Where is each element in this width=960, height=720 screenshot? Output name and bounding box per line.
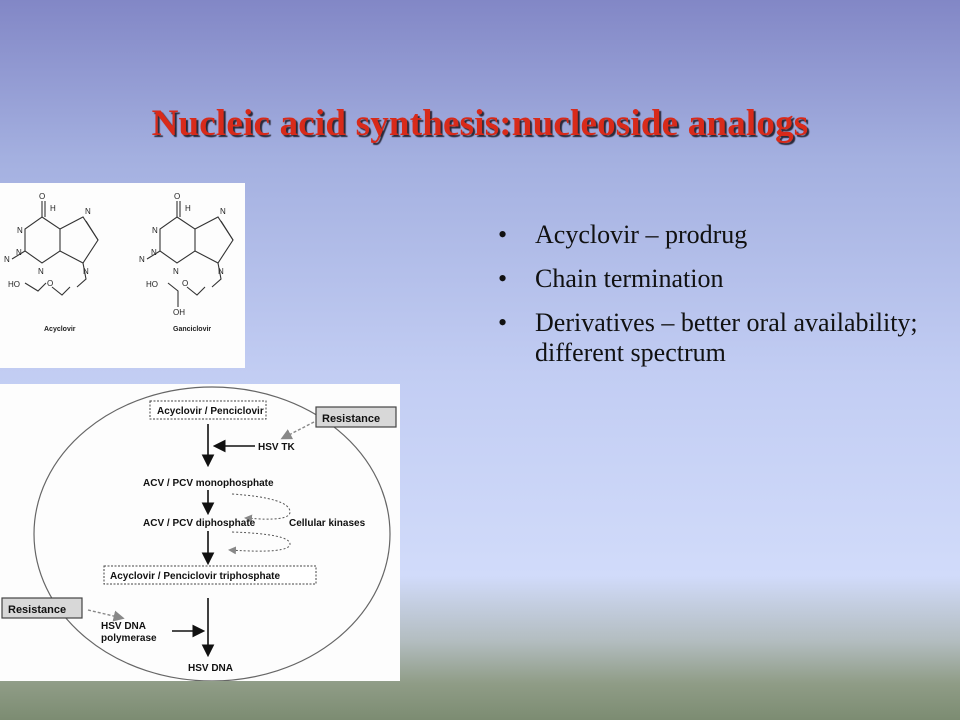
bullet-item: • Acyclovir – prodrug [498, 220, 928, 250]
atom-n: N [152, 226, 158, 235]
atom-o: O [182, 279, 188, 288]
bullet-text: Chain termination [535, 264, 724, 293]
bullet-text: Derivatives – better oral availability; … [535, 308, 918, 367]
atom-n: N [220, 207, 226, 216]
atom-n: N [38, 267, 44, 276]
bullet-text: Acyclovir – prodrug [535, 220, 748, 249]
slide-title: Nucleic acid synthesis:nucleoside analog… [151, 103, 809, 144]
atom-n: N [139, 255, 145, 264]
diphosphate-label: ACV / PCV diphosphate [143, 518, 256, 529]
atom-n: N [83, 267, 89, 276]
bullet-dot: • [498, 220, 508, 249]
structure-name-acyclovir: Acyclovir [44, 326, 76, 333]
start-box [149, 400, 267, 420]
resistance-box-top [315, 406, 397, 428]
atom-o: O [39, 192, 45, 201]
atom-n: N [4, 255, 10, 264]
triphosphate-label: Acyclovir / Penciclovir triphosphate [110, 571, 280, 582]
activation-pathway-figure: Acyclovir / Penciclovir Resistance HSV T… [0, 384, 400, 681]
chemical-structures-figure: O N N N N N N HO O H O N N N N N N HO O … [0, 183, 245, 368]
bullet-dot: • [498, 308, 508, 337]
atom-h: H [185, 204, 191, 213]
atom-o: O [174, 192, 180, 201]
start-label: Acyclovir / Penciclovir [157, 406, 264, 417]
polymerase-label-line1: HSV DNA [101, 621, 146, 632]
structure-name-ganciclovir: Ganciclovir [173, 326, 211, 333]
atom-ho: HO [8, 280, 20, 289]
cell-outline [33, 386, 391, 681]
resistance-label: Resistance [8, 604, 66, 616]
hsv-dna-label: HSV DNA [188, 663, 233, 674]
atom-n: N [151, 248, 157, 257]
bullet-dot: • [498, 264, 508, 293]
cellular-kinases-label: Cellular kinases [289, 518, 366, 529]
atom-n: N [17, 226, 23, 235]
hsv-tk-label: HSV TK [258, 442, 295, 453]
triphosphate-box [103, 565, 317, 585]
monophosphate-label: ACV / PCV monophosphate [143, 478, 274, 489]
atom-oh: OH [173, 308, 185, 317]
resistance-box-bottom [1, 597, 83, 619]
bullet-item: • Chain termination [498, 264, 928, 294]
structures-svg: O N N N N N N HO O H O N N N N N N HO O … [4, 192, 234, 333]
resistance-label: Resistance [322, 413, 380, 425]
atom-n: N [85, 207, 91, 216]
atom-n: N [218, 267, 224, 276]
atom-h: H [50, 204, 56, 213]
pathway-svg: Acyclovir / Penciclovir Resistance HSV T… [1, 386, 397, 681]
polymerase-label-line2: polymerase [101, 633, 157, 644]
atom-ho: HO [146, 280, 158, 289]
atom-o: O [47, 279, 53, 288]
bullet-item: • Derivatives – better oral availability;… [498, 308, 928, 368]
atom-n: N [16, 248, 22, 257]
bullet-list: •Acyclovir – prodrug •Chain termination … [498, 220, 928, 382]
atom-n: N [173, 267, 179, 276]
